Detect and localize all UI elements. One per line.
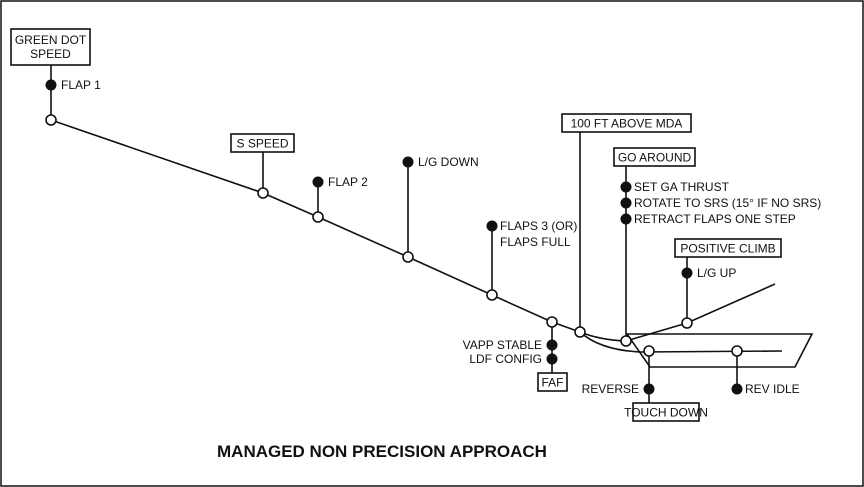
faf-label: FAF [541,376,563,390]
lg-down-label: L/G DOWN [418,155,479,169]
flap2-marker [312,176,324,188]
set-ga-thrust-label: SET GA THRUST [634,180,730,194]
lg-down-point [402,251,414,263]
flaps3-label-line2: FLAPS FULL [500,235,571,249]
flap1-marker [45,79,57,91]
faf-point [546,316,558,328]
retract-flaps-label: RETRACT FLAPS ONE STEP [634,212,796,226]
lg-down-marker [402,156,414,168]
lg-up-marker [681,267,693,279]
flaps3-point [486,289,498,301]
rev-idle-point [731,345,743,357]
vapp-stable-marker [546,339,558,351]
retract-flaps-marker [620,213,632,225]
lg-up-label: L/G UP [697,266,736,280]
go-around-box [613,147,696,167]
go-around-label: GO AROUND [618,151,692,165]
touch-down-point [643,345,655,357]
touch-down-box [632,402,700,422]
s-speed-label: S SPEED [236,137,288,151]
positive-climb-label: POSITIVE CLIMB [680,242,775,256]
flap1-label: FLAP 1 [61,78,101,92]
green-dot-label-line1: GREEN DOT [15,33,87,47]
diagram-title: MANAGED NON PRECISION APPROACH [217,442,547,461]
green-dot-label-line2: SPEED [30,47,71,61]
rotate-srs-marker [620,197,632,209]
above-mda-box [561,113,692,133]
flaps3-marker [486,220,498,232]
runway-outline [625,333,814,368]
flaps3-label-line1: FLAPS 3 (OR) [500,219,577,233]
rev-idle-label: REV IDLE [745,382,800,396]
positive-climb-point [681,317,693,329]
ldf-config-marker [546,353,558,365]
s-speed-point [257,187,269,199]
go-around-point [620,335,632,347]
above-mda-label: 100 FT ABOVE MDA [571,117,683,131]
flap2-label: FLAP 2 [328,175,368,189]
positive-climb-box [674,238,782,258]
rotate-srs-label: ROTATE TO SRS (15° IF NO SRS) [634,196,821,210]
reverse-label: REVERSE [582,382,639,396]
reverse-marker [643,383,655,395]
rev-idle-marker [731,383,743,395]
set-ga-thrust-marker [620,181,632,193]
above-mda-point [574,326,586,338]
touch-down-label: TOUCH DOWN [624,406,708,420]
vapp-stable-label: VAPP STABLE [463,338,542,352]
green-dot-point [45,114,57,126]
flap2-point [312,211,324,223]
faf-box [537,372,568,392]
ldf-config-label: LDF CONFIG [469,352,542,366]
